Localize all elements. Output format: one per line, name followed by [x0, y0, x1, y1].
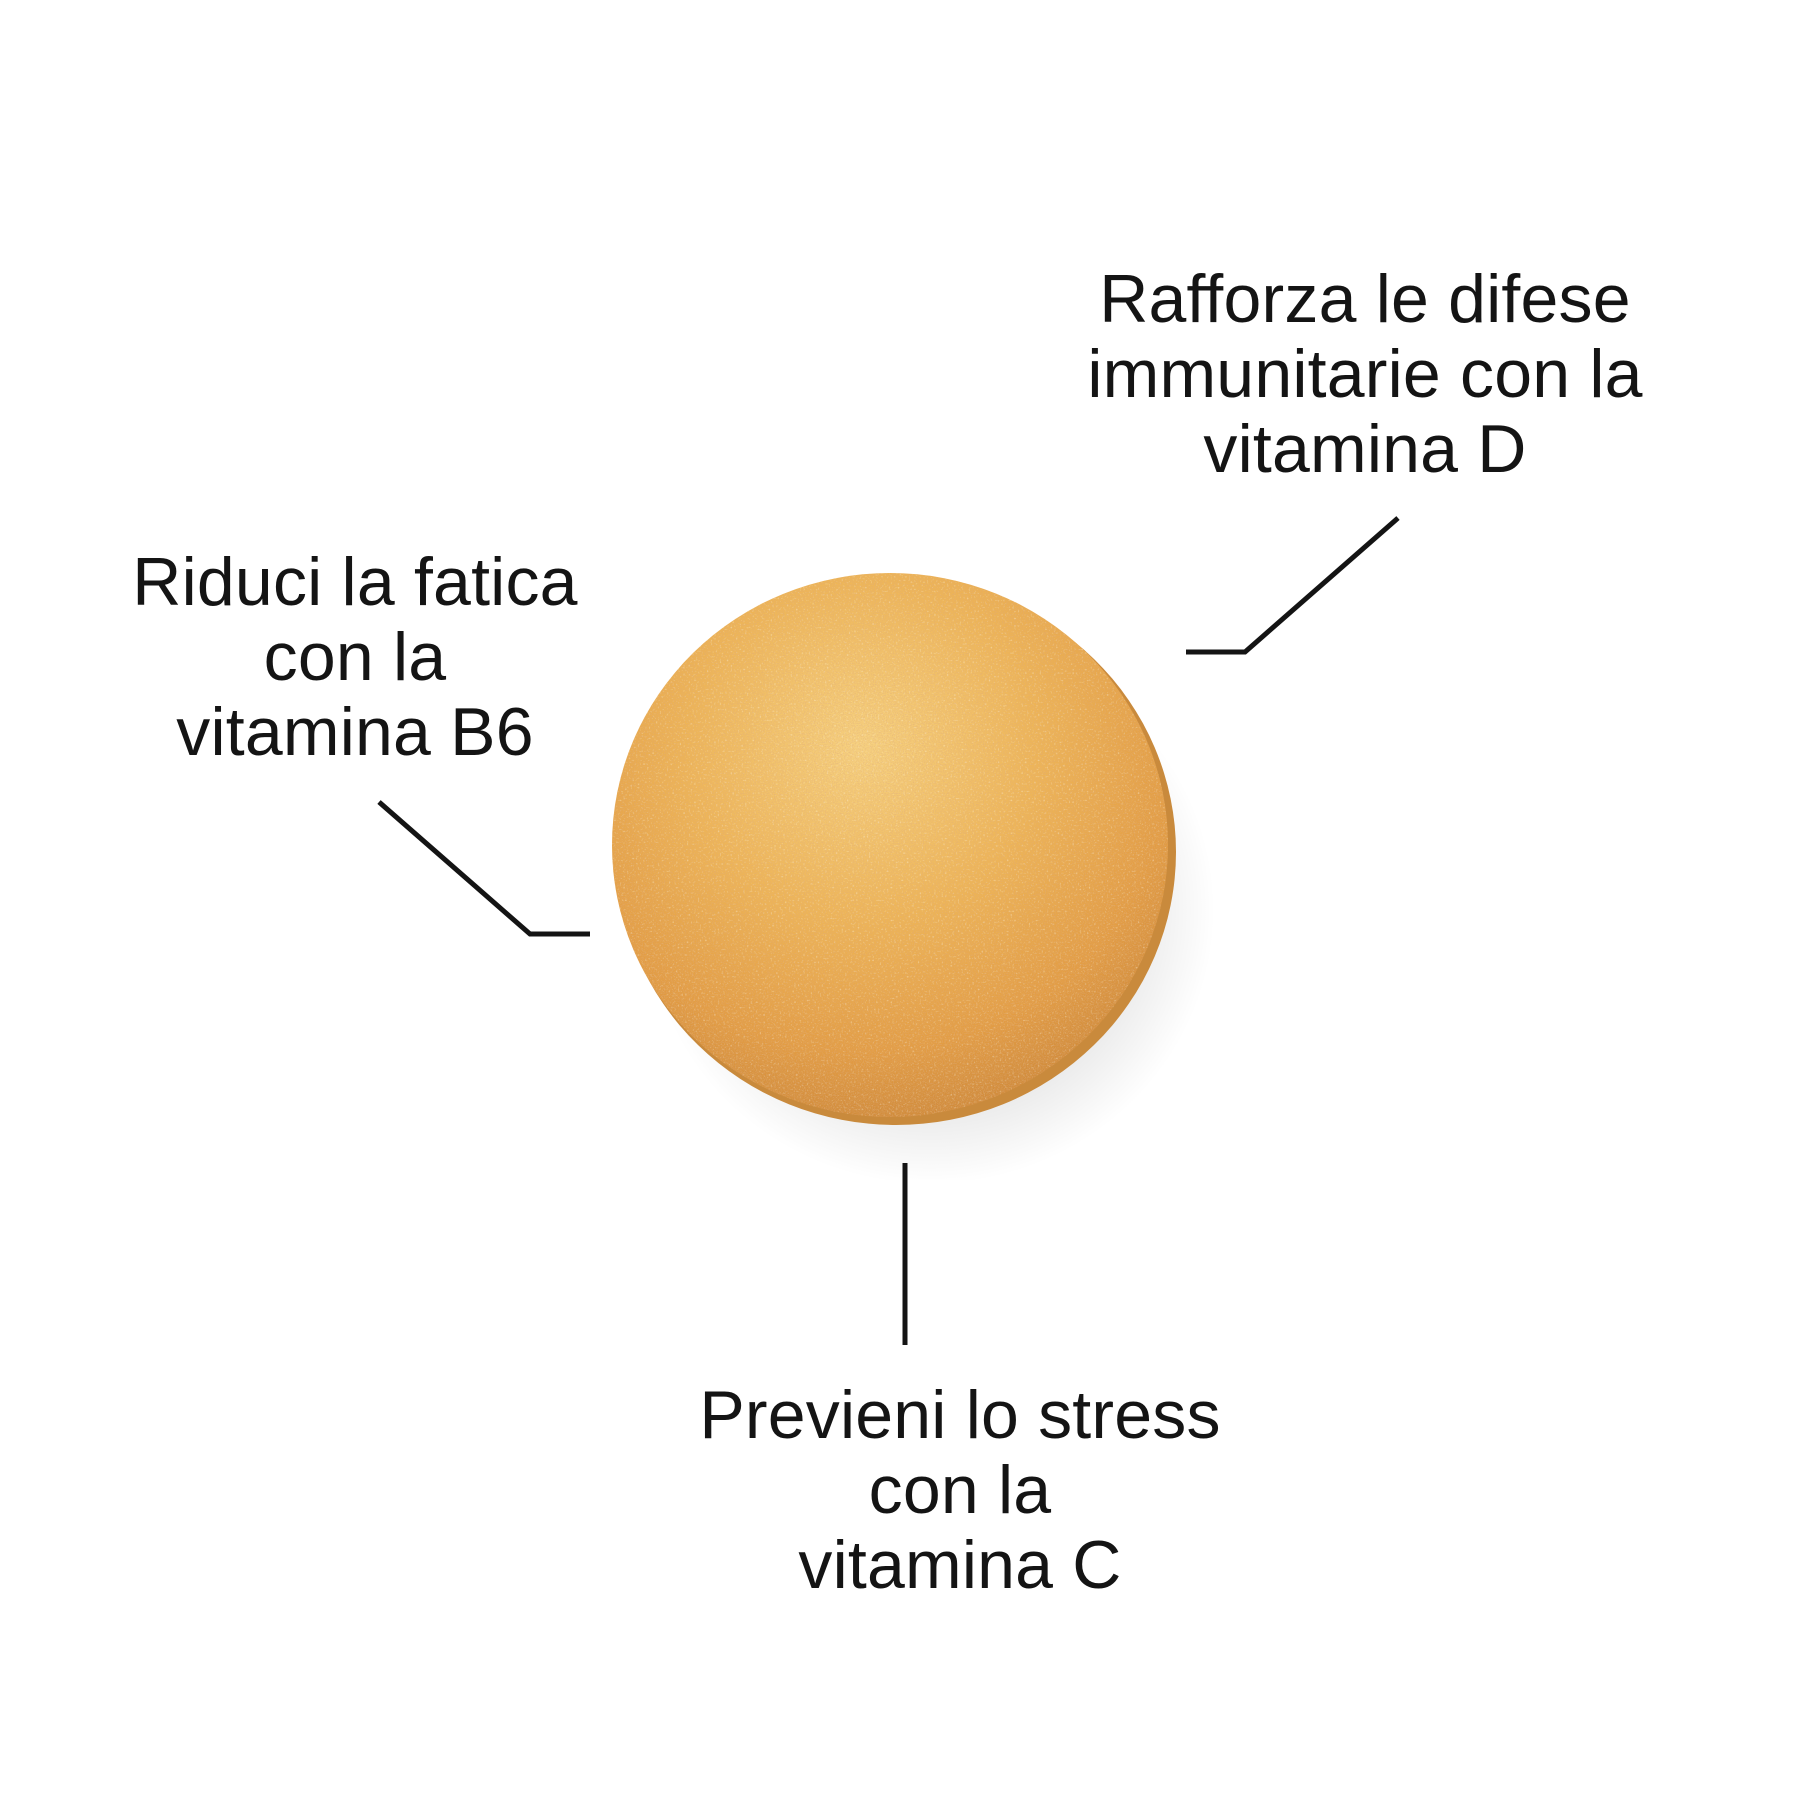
leader-line-vitamin-d [1186, 516, 1400, 655]
callout-vitamin-b6-line-2: con la [263, 619, 447, 695]
callout-vitamin-b6: Riduci la fatica con la vitamina B6 [95, 545, 615, 770]
callout-vitamin-c-line-1: Previeni lo stress [699, 1377, 1221, 1453]
callout-vitamin-c-line-3: vitamina C [798, 1527, 1122, 1603]
tablet-image [612, 573, 1215, 1185]
callout-vitamin-c: Previeni lo stress con la vitamina C [660, 1378, 1260, 1603]
callout-vitamin-d-line-2: immunitarie con la [1087, 336, 1643, 412]
callout-vitamin-d-line-3: vitamina D [1203, 411, 1527, 487]
callout-vitamin-c-line-2: con la [868, 1452, 1052, 1528]
callout-vitamin-d-line-1: Rafforza le difese [1099, 261, 1631, 337]
leader-line-vitamin-b6 [377, 800, 590, 937]
vitamin-tablet-icon [600, 560, 1220, 1185]
callout-vitamin-d: Rafforza le difese immunitarie con la vi… [1030, 262, 1700, 487]
callout-vitamin-b6-line-1: Riduci la fatica [132, 544, 578, 620]
callout-vitamin-b6-line-3: vitamina B6 [176, 694, 534, 770]
